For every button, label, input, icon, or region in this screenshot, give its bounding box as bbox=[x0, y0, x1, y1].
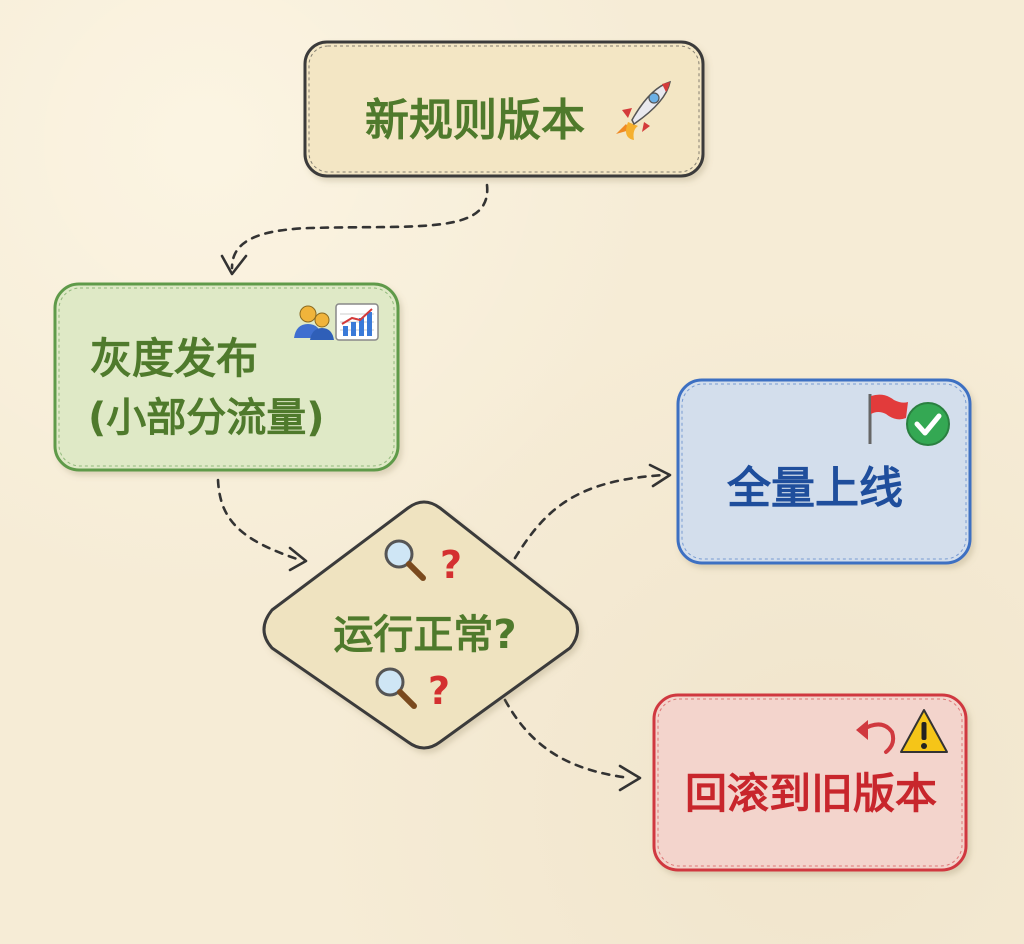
node-new-rule-label: 新规则版本 bbox=[365, 95, 585, 146]
undo-arrow-icon bbox=[856, 720, 896, 754]
question-icon: ? bbox=[428, 669, 450, 713]
arrowhead-gray bbox=[220, 254, 248, 276]
connector-decision-to-rollback bbox=[503, 698, 632, 780]
rocket-icon bbox=[616, 80, 671, 140]
node-rollback bbox=[652, 693, 968, 872]
warning-icon bbox=[900, 709, 948, 753]
check-icon bbox=[906, 402, 950, 446]
arrowhead-rollback bbox=[618, 764, 642, 792]
connector-new-to-gray bbox=[230, 183, 489, 270]
node-full-launch bbox=[676, 378, 972, 565]
arrowhead-decision bbox=[288, 546, 308, 572]
magnifier-icon bbox=[375, 667, 417, 709]
node-gray-release-subtitle: (小部分流量) bbox=[88, 395, 325, 441]
node-decision-label: 运行正常? bbox=[333, 612, 517, 658]
node-full-launch-label: 全量上线 bbox=[727, 463, 903, 514]
node-decision bbox=[262, 500, 579, 750]
arrowhead-launch bbox=[648, 463, 672, 488]
connector-decision-to-launch bbox=[513, 473, 667, 560]
node-new-rule bbox=[303, 40, 705, 178]
node-rollback-label: 回滚到旧版本 bbox=[684, 769, 937, 818]
node-gray-release-title: 灰度发布 bbox=[90, 334, 259, 383]
magnifier-icon bbox=[384, 539, 426, 581]
chart-icon bbox=[335, 303, 379, 341]
connector-gray-to-decision bbox=[216, 478, 302, 562]
red-flag-icon bbox=[868, 394, 908, 444]
users-icon bbox=[294, 305, 334, 340]
question-icon: ? bbox=[440, 543, 462, 587]
